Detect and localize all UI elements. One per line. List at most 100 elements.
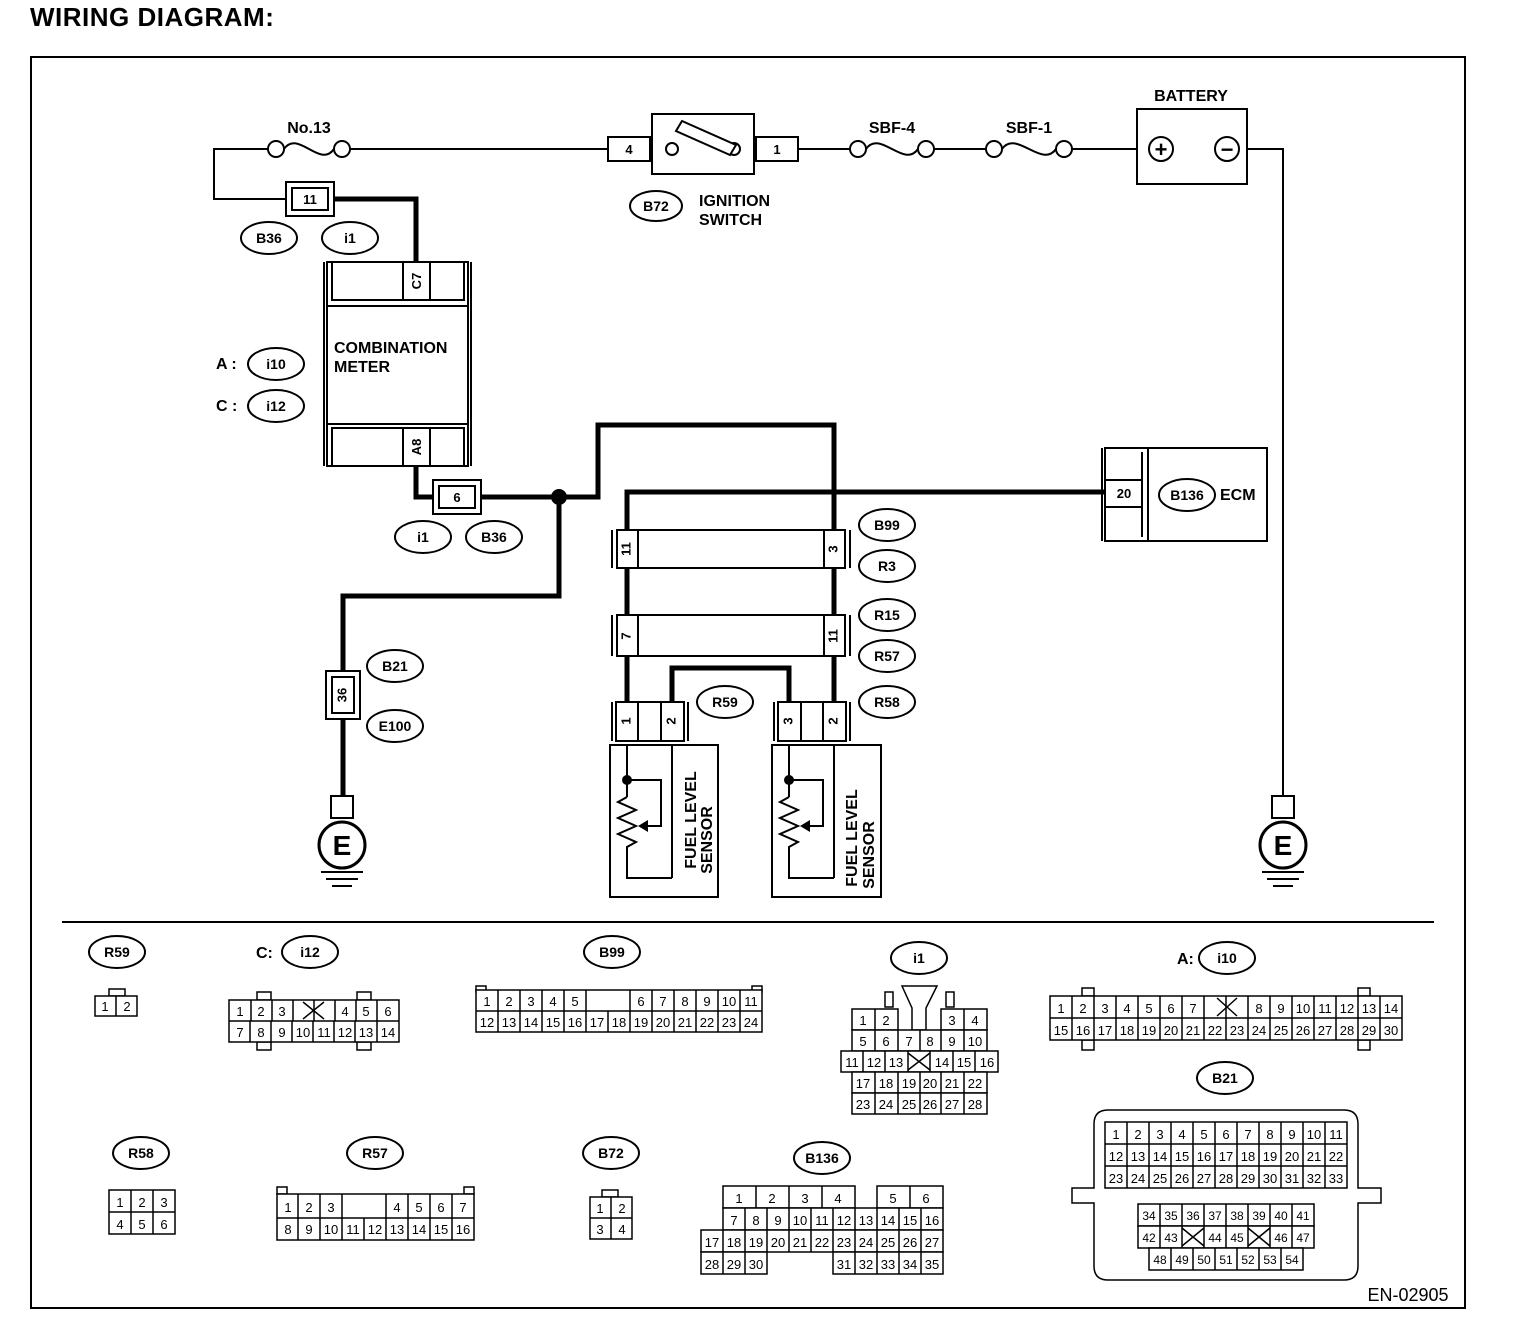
pin: 42	[1142, 1231, 1156, 1245]
pin: 10	[722, 994, 736, 1009]
face-r57-label: R57	[362, 1145, 388, 1161]
face-i12-prefix: C:	[256, 945, 273, 962]
pin: 4	[393, 1200, 400, 1215]
connector-r15-r57: 7 11 R15 R57	[611, 598, 916, 673]
pin: 24	[1131, 1171, 1145, 1186]
sensor2-label-1: FUEL LEVEL	[844, 789, 861, 887]
pin: 1	[859, 1013, 866, 1028]
face-r58-label: R58	[128, 1145, 154, 1161]
pin: 11	[346, 1222, 360, 1237]
pin: 13	[1362, 1001, 1376, 1016]
pin: 11	[317, 1025, 331, 1040]
pin: 13	[359, 1025, 373, 1040]
face-i1-label: i1	[913, 950, 925, 966]
face-i12-label: i12	[300, 944, 320, 960]
face-b72: B72 1 2 3 4	[582, 1136, 640, 1240]
meter-label-2: METER	[334, 359, 390, 376]
pin: 43	[1164, 1231, 1178, 1245]
pin: 40	[1274, 1209, 1288, 1223]
pin: 48	[1153, 1253, 1167, 1267]
pin: 10	[324, 1222, 338, 1237]
pin: 18	[879, 1076, 893, 1091]
pin: 6	[1167, 1001, 1174, 1016]
ign-label-1: IGNITION	[699, 193, 770, 210]
pin: 35	[925, 1257, 939, 1272]
i1-bottom-oval: i1	[417, 529, 429, 545]
pin: 22	[1208, 1023, 1222, 1038]
pin: 14	[381, 1025, 395, 1040]
sensor2-label-2: SENSOR	[861, 821, 878, 889]
pin: 16	[1197, 1149, 1211, 1164]
pin: 12	[1340, 1001, 1354, 1016]
pin: 3	[278, 1004, 285, 1019]
pin: 24	[744, 1015, 758, 1030]
pin: 14	[1384, 1001, 1398, 1016]
meter-c-prefix: C :	[216, 398, 237, 415]
pin: 17	[590, 1015, 604, 1030]
pin: 27	[1197, 1171, 1211, 1186]
pin: 1	[1112, 1127, 1119, 1142]
pin: 3	[948, 1013, 955, 1028]
pin: 13	[502, 1015, 516, 1030]
b36-bottom-oval: B36	[481, 529, 507, 545]
pin: 39	[1252, 1209, 1266, 1223]
battery-minus-icon: −	[1221, 137, 1234, 162]
pin: 9	[703, 994, 710, 1009]
r57-oval: R57	[874, 648, 900, 664]
pin: 8	[1255, 1001, 1262, 1016]
pin: 53	[1263, 1253, 1277, 1267]
face-b72-label: B72	[598, 1145, 624, 1161]
pin: 22	[1329, 1149, 1343, 1164]
pin: 14	[881, 1213, 895, 1228]
pin: 30	[749, 1257, 763, 1272]
battery-label: BATTERY	[1154, 88, 1228, 105]
pin: 16	[1076, 1023, 1090, 1038]
pin: 32	[1307, 1171, 1321, 1186]
pin: 15	[957, 1055, 971, 1070]
pin: 3	[801, 1191, 808, 1206]
face-r59-label: R59	[104, 944, 130, 960]
pin: 10	[1296, 1001, 1310, 1016]
pin: 19	[634, 1015, 648, 1030]
thick-wires	[330, 196, 1105, 796]
pin: 4	[341, 1004, 348, 1019]
pin: 4	[116, 1217, 123, 1232]
pin: 26	[923, 1097, 937, 1112]
pin: 17	[856, 1076, 870, 1091]
pin: 12	[1109, 1149, 1123, 1164]
r15-pin-7: 7	[618, 632, 633, 639]
sensor2-pin-3: 3	[780, 717, 795, 724]
pin: 35	[1164, 1209, 1178, 1223]
pin: 17	[1219, 1149, 1233, 1164]
pin: 24	[859, 1235, 873, 1250]
pin: 10	[296, 1025, 310, 1040]
face-i1: i1 1 2 3 4	[840, 941, 999, 1115]
face-b21-label: B21	[1212, 1070, 1238, 1086]
sensor1-label-1: FUEL LEVEL	[683, 771, 700, 869]
pin: 7	[1189, 1001, 1196, 1016]
pin: 5	[859, 1034, 866, 1049]
pin: 11	[1329, 1127, 1343, 1142]
pin: 6	[882, 1034, 889, 1049]
pin: 3	[327, 1200, 334, 1215]
pin: 22	[815, 1235, 829, 1250]
pin: 30	[1384, 1023, 1398, 1038]
ign-pin-4: 4	[625, 142, 633, 157]
pin: 2	[618, 1201, 625, 1216]
ign-conn-b72: B72	[643, 198, 669, 214]
pin: 12	[480, 1015, 494, 1030]
pin: 2	[305, 1200, 312, 1215]
pin: 29	[727, 1257, 741, 1272]
pin: 3	[160, 1195, 167, 1210]
pin: 6	[922, 1191, 929, 1206]
pin: 1	[101, 999, 108, 1014]
pin: 15	[1175, 1149, 1189, 1164]
pin: 8	[1266, 1127, 1273, 1142]
pin: 2	[1134, 1127, 1141, 1142]
pin: 13	[390, 1222, 404, 1237]
pin: 8	[257, 1025, 264, 1040]
pin: 21	[1307, 1149, 1321, 1164]
pin: 49	[1175, 1253, 1189, 1267]
face-i10-prefix: A:	[1177, 951, 1194, 968]
